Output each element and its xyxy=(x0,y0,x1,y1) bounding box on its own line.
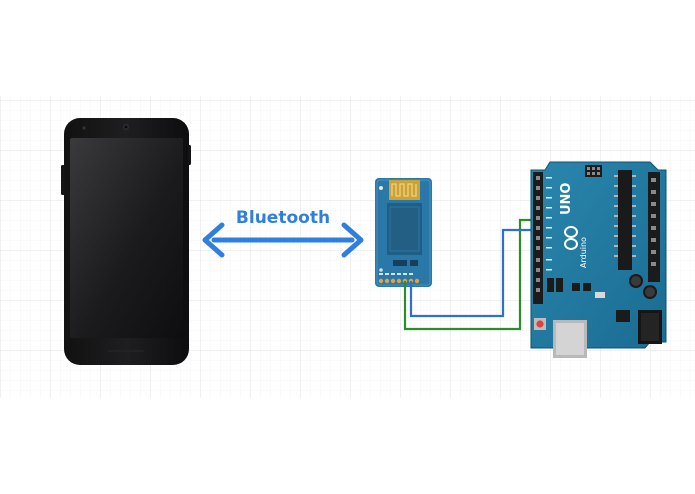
bluetooth-label: Bluetooth xyxy=(236,208,330,228)
bluetooth-link-arrow xyxy=(202,222,364,258)
arduino-logo-icon xyxy=(564,226,578,250)
board-brand-text: Arduino xyxy=(579,237,588,268)
smartphone-icon xyxy=(61,118,191,365)
wire-green xyxy=(403,218,542,331)
bluetooth-module-icon xyxy=(375,178,432,287)
wire-blue xyxy=(409,228,542,318)
arduino-uno-board-icon: UNO Arduino xyxy=(530,161,667,358)
board-model-text: UNO xyxy=(559,183,574,216)
